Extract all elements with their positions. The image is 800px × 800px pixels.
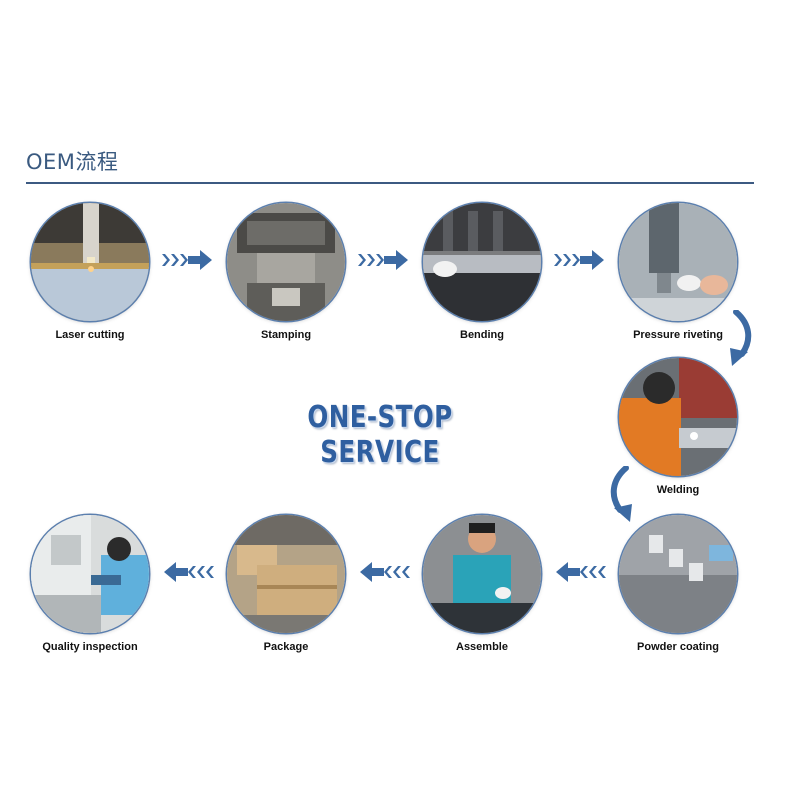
arrow-left-icon xyxy=(554,562,606,582)
arrow-right-icon xyxy=(358,250,410,270)
step-label: Quality inspection xyxy=(42,641,138,653)
step-quality-inspection: Quality inspection xyxy=(20,515,160,653)
quality-inspection-photo xyxy=(31,515,149,633)
step-powder-coating: Powder coating xyxy=(608,515,748,653)
step-label: Bending xyxy=(460,329,504,341)
step-label: Package xyxy=(263,641,309,653)
step-welding: Welding xyxy=(608,358,748,496)
arrow-left-icon xyxy=(162,562,214,582)
bending-photo xyxy=(423,203,541,321)
step-pressure-riveting: Pressure riveting xyxy=(608,203,748,341)
welding-photo xyxy=(619,358,737,476)
step-label: Welding xyxy=(656,484,700,496)
step-label: Laser cutting xyxy=(55,329,125,341)
laser-cutting-photo xyxy=(31,203,149,321)
step-label: Powder coating xyxy=(637,641,719,653)
step-package: Package xyxy=(216,515,356,653)
section-title: OEM流程 xyxy=(26,150,119,174)
arrow-right-icon xyxy=(554,250,606,270)
step-label: Assemble xyxy=(456,641,508,653)
step-label: Stamping xyxy=(260,329,312,341)
arrow-left-icon xyxy=(358,562,410,582)
stamping-photo xyxy=(227,203,345,321)
assemble-photo xyxy=(423,515,541,633)
step-laser-cutting: Laser cutting xyxy=(20,203,160,341)
package-photo xyxy=(227,515,345,633)
pressure-riveting-photo xyxy=(619,203,737,321)
step-bending: Bending xyxy=(412,203,552,341)
arrow-right-icon xyxy=(162,250,214,270)
step-stamping: Stamping xyxy=(216,203,356,341)
arrow-curve-down-icon xyxy=(724,310,756,368)
title-divider xyxy=(26,182,754,184)
one-stop-service-headline: ONE-STOP SERVICE xyxy=(307,400,453,470)
powder-coating-photo xyxy=(619,515,737,633)
step-label: Pressure riveting xyxy=(633,329,723,341)
step-assemble: Assemble xyxy=(412,515,552,653)
arrow-curve-down-icon xyxy=(606,466,638,524)
